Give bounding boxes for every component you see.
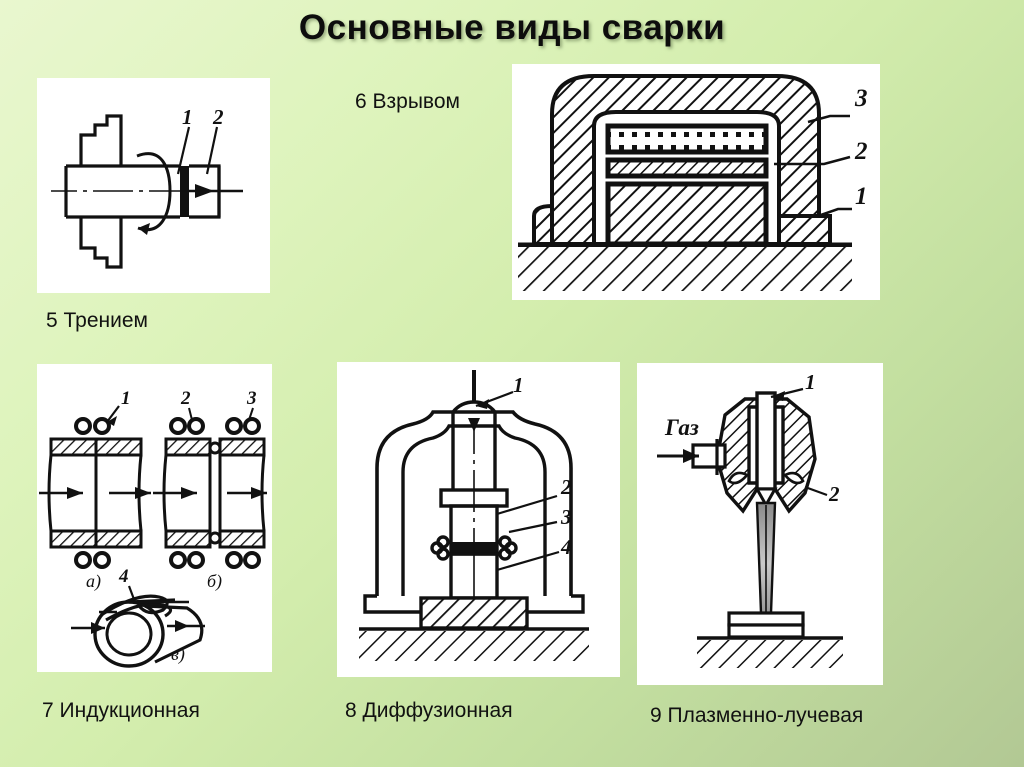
callout-3: 3 <box>854 85 868 112</box>
callout-2: 2 <box>212 105 224 129</box>
caption-explosion: 6 Взрывом <box>355 90 460 113</box>
sublabel-a: а) <box>86 571 101 592</box>
caption-induction: 7 Индукционная <box>42 699 200 722</box>
caption-friction: 5 Трением <box>46 309 148 332</box>
figure-panel-plasma: Газ 1 2 <box>637 363 883 685</box>
callout-3: 3 <box>246 388 257 409</box>
callout-4: 4 <box>118 566 129 587</box>
caption-diffusion: 8 Диффузионная <box>345 699 513 722</box>
callout-1: 1 <box>805 370 816 394</box>
callout-1: 1 <box>855 183 868 210</box>
figure-panel-explosion: 3 2 1 <box>512 64 880 300</box>
figure-panel-induction: 1 а) <box>37 364 272 672</box>
figure-panel-diffusion: 1 2 3 4 <box>337 362 620 677</box>
page-title: Основные виды сварки <box>298 8 726 47</box>
callout-2: 2 <box>560 475 572 499</box>
sublabel-b: б) <box>207 571 222 592</box>
callout-1: 1 <box>513 373 524 397</box>
callout-2: 2 <box>180 388 191 409</box>
gas-label: Газ <box>664 415 699 440</box>
figure-panel-friction: 1 2 <box>37 78 270 293</box>
callout-4: 4 <box>560 535 572 559</box>
callout-1: 1 <box>182 105 193 129</box>
callout-3: 3 <box>560 505 572 529</box>
callout-2: 2 <box>828 482 840 506</box>
sublabel-v: в) <box>171 644 185 665</box>
callout-1: 1 <box>121 388 131 409</box>
caption-plasma: 9 Плазменно-лучевая <box>650 704 864 727</box>
callout-2: 2 <box>854 138 868 165</box>
